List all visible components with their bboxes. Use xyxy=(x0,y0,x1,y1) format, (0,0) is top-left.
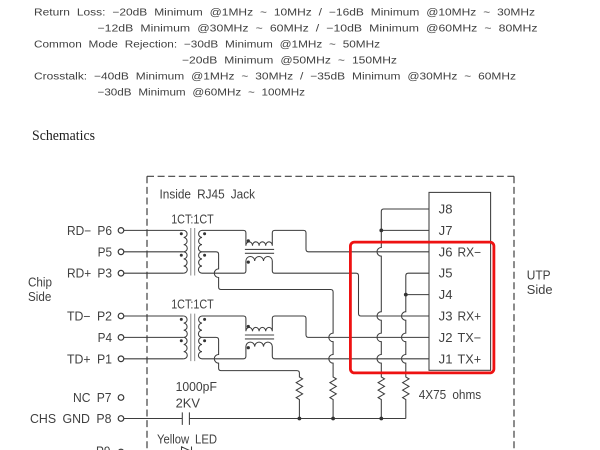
svg-text:Inside RJ45 Jack: Inside RJ45 Jack xyxy=(160,187,256,201)
svg-text:2KV: 2KV xyxy=(176,397,201,411)
svg-text:1000pF: 1000pF xyxy=(176,380,218,394)
svg-text:J6: J6 xyxy=(439,245,453,259)
svg-text:Chip: Chip xyxy=(28,275,52,289)
svg-text:CHS GND P8: CHS GND P8 xyxy=(30,412,112,426)
svg-text:J5: J5 xyxy=(439,267,453,281)
svg-text:Schematics: Schematics xyxy=(32,128,95,144)
svg-text:TX−: TX− xyxy=(458,331,482,345)
svg-text:Common Mode Rejection: −30dB M: Common Mode Rejection: −30dB Minimum @1M… xyxy=(34,40,380,51)
svg-text:P9: P9 xyxy=(96,445,110,450)
svg-text:1CT:1CT: 1CT:1CT xyxy=(171,213,214,227)
svg-text:RX−: RX− xyxy=(458,245,482,259)
svg-text:RD+ P3: RD+ P3 xyxy=(67,267,112,281)
svg-text:P5: P5 xyxy=(98,245,112,259)
svg-text:J3: J3 xyxy=(439,310,453,324)
svg-text:1CT:1CT: 1CT:1CT xyxy=(171,298,214,312)
svg-text:J2: J2 xyxy=(439,331,453,345)
svg-text:TD+ P1: TD+ P1 xyxy=(67,352,112,366)
svg-text:Side: Side xyxy=(527,283,553,297)
svg-text:Yellow LED: Yellow LED xyxy=(157,433,217,447)
svg-text:J8: J8 xyxy=(439,203,453,217)
svg-text:RD− P6: RD− P6 xyxy=(67,224,112,238)
svg-text:J4: J4 xyxy=(439,288,453,302)
svg-text:Side: Side xyxy=(28,290,51,304)
svg-text:J1: J1 xyxy=(439,352,453,366)
svg-text:RX+: RX+ xyxy=(458,310,482,324)
svg-text:P4: P4 xyxy=(98,331,112,345)
svg-text:TD− P2: TD− P2 xyxy=(67,310,112,324)
svg-text:NC P7: NC P7 xyxy=(73,391,112,405)
svg-text:UTP: UTP xyxy=(527,268,551,282)
svg-text:−30dB Minimum @60MHz ~ 100MHz: −30dB Minimum @60MHz ~ 100MHz xyxy=(98,88,306,99)
svg-text:Return Loss: −20dB Minimum @1M: Return Loss: −20dB Minimum @1MHz ~ 10MHz… xyxy=(34,8,535,19)
svg-text:−12dB Minimum @30MHz ~ 60MHz /: −12dB Minimum @30MHz ~ 60MHz / −10dB Min… xyxy=(98,24,538,35)
svg-text:Crosstalk: −40dB Minimum @1MHz: Crosstalk: −40dB Minimum @1MHz ~ 30MHz /… xyxy=(34,72,516,83)
svg-text:TX+: TX+ xyxy=(458,352,482,366)
svg-text:−20dB Minimum @50MHz ~ 150MHz: −20dB Minimum @50MHz ~ 150MHz xyxy=(182,56,397,67)
svg-text:4X75 ohms: 4X75 ohms xyxy=(419,388,482,402)
svg-text:J7: J7 xyxy=(439,224,453,238)
